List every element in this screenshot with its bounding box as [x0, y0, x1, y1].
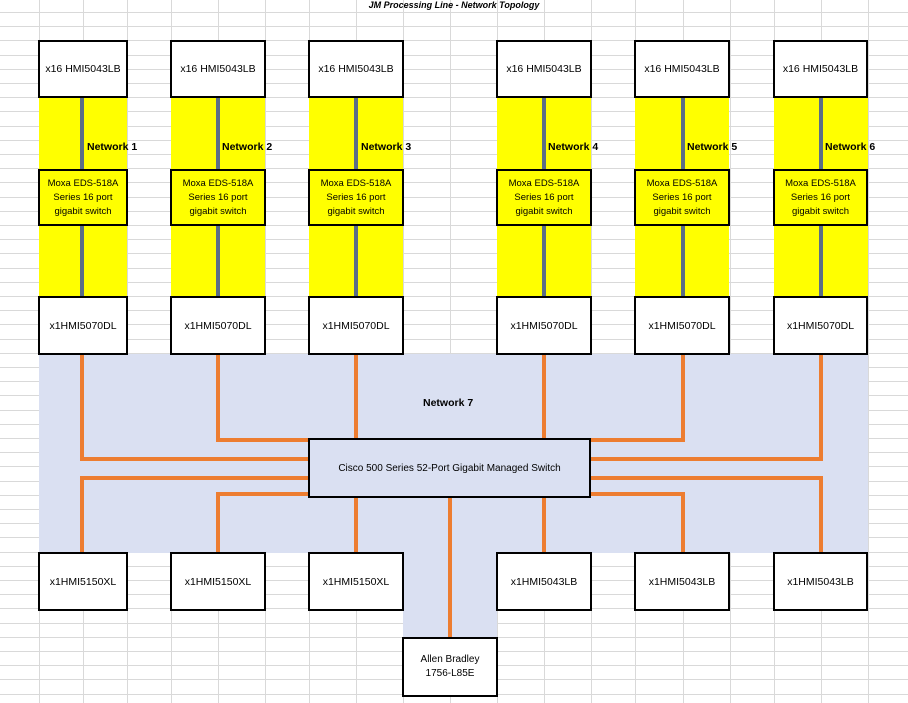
top-hmi-3: x16 HMI5043LB: [308, 40, 404, 98]
moxa-switch-4: Moxa EDS-518A Series 16 port gigabit swi…: [496, 169, 592, 226]
bottom-hmi-5: x1HMI5043LB: [634, 552, 730, 611]
top-hmi-4: x16 HMI5043LB: [496, 40, 592, 98]
link-col5-upper: [590, 354, 685, 442]
bottom-hmi-2: x1HMI5150XL: [170, 552, 266, 611]
page-title: JM Processing Line - Network Topology: [368, 0, 540, 10]
bottom-hmi-4: x1HMI5043LB: [496, 552, 592, 611]
middle-hmi-1: x1HMI5070DL: [38, 296, 128, 355]
top-hmi-2: x16 HMI5043LB: [170, 40, 266, 98]
network-2-label: Network 2: [222, 141, 273, 153]
network-1-label: Network 1: [87, 141, 138, 153]
moxa-switch-2: Moxa EDS-518A Series 16 port gigabit swi…: [170, 169, 266, 226]
top-hmi-1: x16 HMI5043LB: [38, 40, 128, 98]
link-col6-upper: [590, 354, 823, 461]
plc-controller: Allen Bradley 1756-L85E: [402, 637, 498, 697]
network-5-label: Network 5: [687, 141, 738, 153]
middle-hmi-2: x1HMI5070DL: [170, 296, 266, 355]
moxa-switch-5: Moxa EDS-518A Series 16 port gigabit swi…: [634, 169, 730, 226]
link-col1-upper: [80, 354, 309, 461]
network-6-label: Network 6: [825, 141, 876, 153]
link-col2-lower: [216, 492, 309, 553]
network-4-label: Network 4: [548, 141, 599, 153]
middle-hmi-4: x1HMI5070DL: [496, 296, 592, 355]
network-3-label: Network 3: [361, 141, 412, 153]
middle-hmi-5: x1HMI5070DL: [634, 296, 730, 355]
top-hmi-5: x16 HMI5043LB: [634, 40, 730, 98]
top-hmi-6: x16 HMI5043LB: [773, 40, 868, 98]
moxa-switch-1: Moxa EDS-518A Series 16 port gigabit swi…: [38, 169, 128, 226]
middle-hmi-3: x1HMI5070DL: [308, 296, 404, 355]
bottom-hmi-1: x1HMI5150XL: [38, 552, 128, 611]
moxa-switch-3: Moxa EDS-518A Series 16 port gigabit swi…: [308, 169, 404, 226]
moxa-switch-6: Moxa EDS-518A Series 16 port gigabit swi…: [773, 169, 868, 226]
network-7-label: Network 7: [423, 397, 474, 409]
bottom-hmi-3: x1HMI5150XL: [308, 552, 404, 611]
cisco-core-switch: Cisco 500 Series 52-Port Gigabit Managed…: [308, 438, 591, 498]
link-col2-upper: [216, 354, 309, 442]
link-col1-lower: [80, 476, 309, 553]
link-col6-lower: [590, 476, 823, 553]
bottom-hmi-6: x1HMI5043LB: [773, 552, 868, 611]
middle-hmi-6: x1HMI5070DL: [773, 296, 868, 355]
link-col5-lower: [590, 492, 685, 553]
